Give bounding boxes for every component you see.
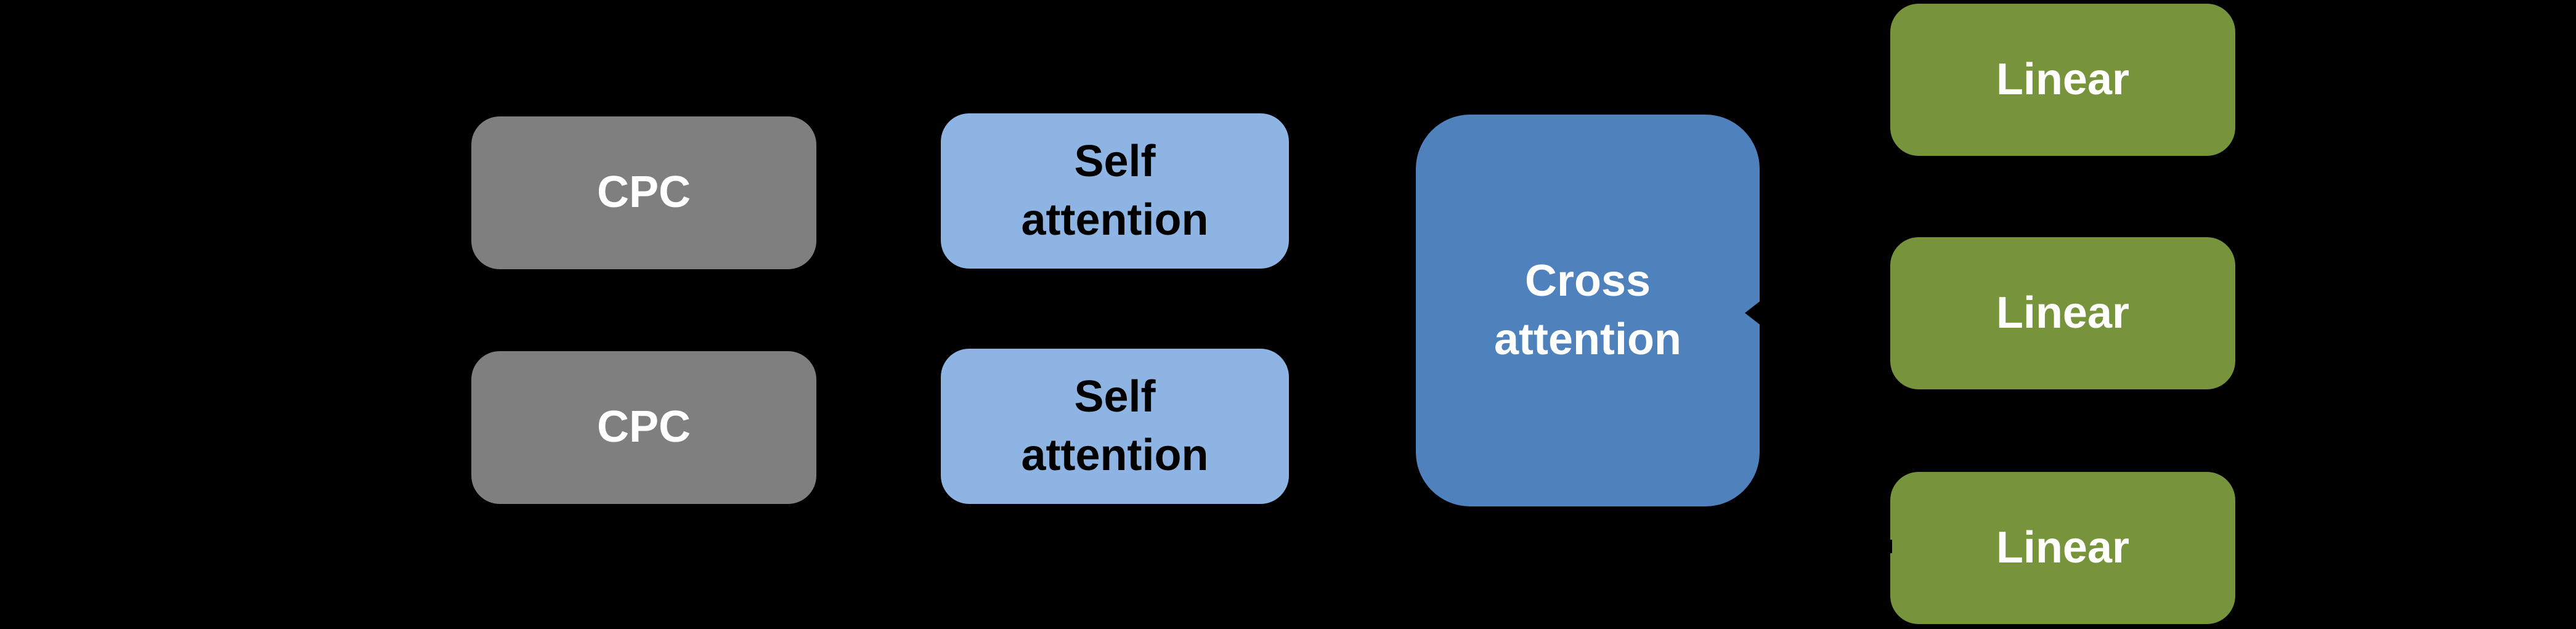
- linear-block-top: Linear: [1890, 4, 2235, 156]
- self-attention-block-bottom: Self attention: [941, 349, 1289, 504]
- cross-attention-block: Cross attention: [1416, 115, 1760, 506]
- linear-block-middle: Linear: [1890, 237, 2235, 389]
- arrow-tail-artifact: [1888, 540, 1892, 553]
- cpc-block-bottom: CPC: [471, 351, 816, 504]
- self-attention-block-top: Self attention: [941, 113, 1289, 269]
- cpc-block-top: CPC: [471, 116, 816, 269]
- left-arrowhead-icon: [1745, 300, 1761, 326]
- linear-block-bottom: Linear: [1890, 472, 2235, 624]
